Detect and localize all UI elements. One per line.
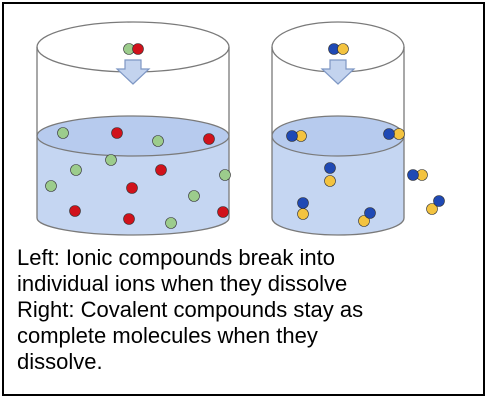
ion-green	[188, 190, 200, 202]
caption-line-4: complete molecules when they	[17, 323, 318, 348]
dropping-particle-yellow	[337, 43, 349, 55]
down-arrow	[320, 59, 356, 85]
atom-yellow	[426, 203, 438, 215]
ion-green	[105, 154, 117, 166]
atom-yellow	[393, 128, 405, 140]
ion-red	[123, 213, 135, 225]
ionic-beaker	[36, 21, 231, 236]
beaker-base	[36, 217, 230, 236]
atom-blue	[297, 197, 309, 209]
ion-red	[217, 206, 229, 218]
caption-line-5: dissolve.	[17, 349, 103, 374]
atom-blue	[286, 130, 298, 142]
ion-green	[219, 169, 231, 181]
atom-blue	[324, 162, 336, 174]
caption-line-3: Right: Covalent compounds stay as	[17, 297, 364, 322]
dropping-particle-red	[132, 43, 144, 55]
ion-red	[111, 127, 123, 139]
ion-green	[57, 127, 69, 139]
ion-red	[155, 164, 167, 176]
caption-line-1: Left: Ionic compounds break into	[17, 245, 335, 270]
ion-red	[69, 205, 81, 217]
ion-green	[152, 135, 164, 147]
atom-yellow	[358, 215, 370, 227]
atom-blue	[364, 207, 376, 219]
atom-blue	[407, 169, 419, 181]
atom-yellow	[324, 175, 336, 187]
ion-green	[45, 180, 57, 192]
ion-red	[126, 182, 138, 194]
caption: Left: Ionic compounds break into individ…	[17, 245, 472, 375]
atom-yellow	[297, 208, 309, 220]
atom-blue	[383, 128, 395, 140]
caption-line-2: individual ions when they dissolve	[17, 271, 348, 296]
down-arrow	[115, 59, 151, 85]
dissolving-diagram	[36, 21, 445, 236]
ion-red	[203, 133, 215, 145]
beaker-base	[271, 217, 405, 236]
ion-green	[165, 217, 177, 229]
covalent-beaker	[271, 21, 445, 236]
atom-blue	[433, 195, 445, 207]
ion-green	[70, 164, 82, 176]
